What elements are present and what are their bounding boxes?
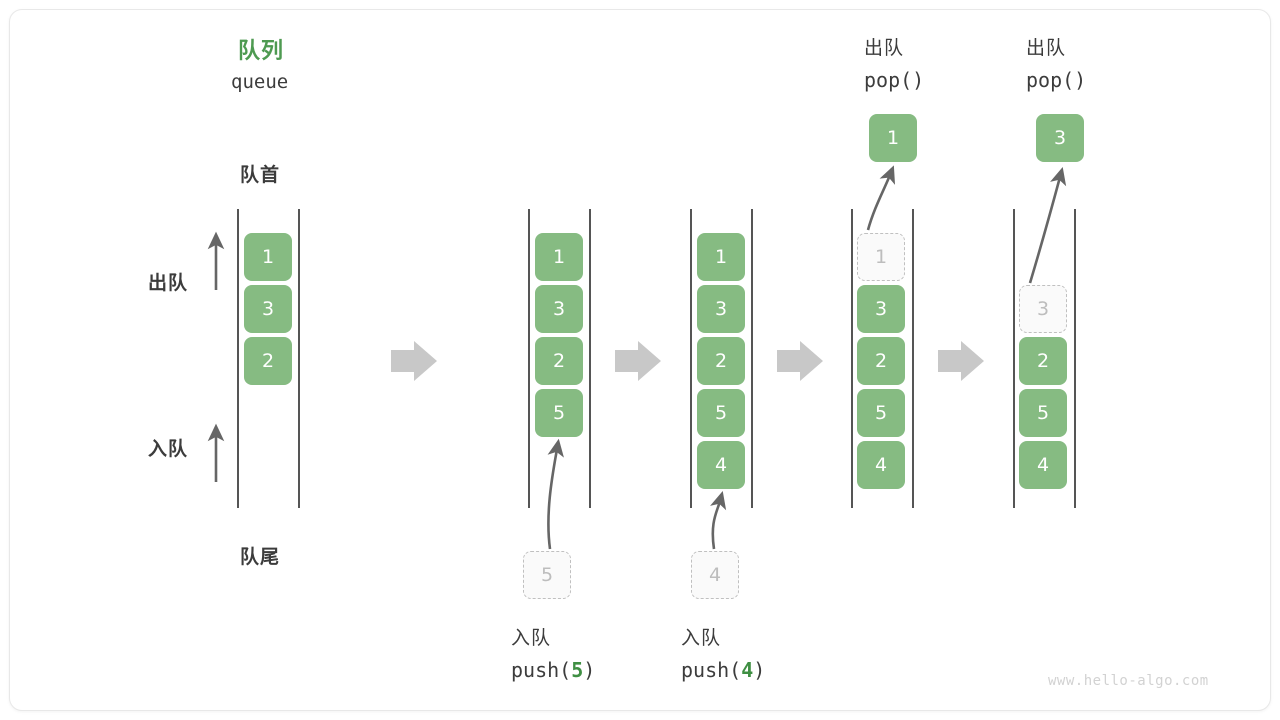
stage-pop1-caption-cn: 出队	[864, 37, 905, 59]
stage-pop3-popped-cell: 3	[1036, 114, 1084, 162]
queue-title-cn: 队列	[238, 39, 285, 64]
stage-initial-cell-1: 3	[244, 285, 292, 333]
stage-push5-caption-cn: 入队	[511, 627, 552, 649]
stage-pop3-cell-3: 4	[1019, 441, 1067, 489]
stage-initial-rail-right	[298, 209, 300, 508]
stage-pop3-caption-code: pop()	[1026, 68, 1086, 92]
stage-pop1-rail-left	[851, 209, 853, 508]
stage-pop1-code-suffix: )	[912, 68, 925, 92]
stage-initial-cell-2: 2	[244, 337, 292, 385]
stage-pop3-code-prefix: pop(	[1026, 68, 1075, 92]
stage-push4-incoming-ghost: 4	[691, 551, 739, 599]
stage-push5-cell-3: 5	[535, 389, 583, 437]
stage-pop3-cell-2: 5	[1019, 389, 1067, 437]
stage-push5-rail-left	[528, 209, 530, 508]
stage-pop3-code-suffix: )	[1074, 68, 1087, 92]
stage-pop1-cell-3: 5	[857, 389, 905, 437]
stage-push4-cell-2: 2	[697, 337, 745, 385]
stage-pop1-cell-4: 4	[857, 441, 905, 489]
stage-push4-caption-code: push(4)	[681, 658, 765, 682]
stage-push5-incoming-ghost: 5	[523, 551, 571, 599]
stage-push4-cell-4: 4	[697, 441, 745, 489]
stage-pop1-code-prefix: pop(	[864, 68, 913, 92]
stage-push5-rail-right	[589, 209, 591, 508]
stage-pop1-cell-0: 1	[857, 233, 905, 281]
stage-pop1-cell-1: 3	[857, 285, 905, 333]
stage-pop1-rail-right	[912, 209, 914, 508]
stage-pop1-popped-cell: 1	[869, 114, 917, 162]
stage-push5-cell-0: 1	[535, 233, 583, 281]
queue-title-en: queue	[231, 71, 289, 93]
enqueue-direction-label: 入队	[148, 438, 189, 460]
stage-push4-cell-3: 5	[697, 389, 745, 437]
stage-pop3-caption-cn: 出队	[1026, 37, 1067, 59]
front-label: 队首	[240, 164, 281, 186]
stage-push4-caption-cn: 入队	[681, 627, 722, 649]
stage-push4-code-prefix: push(	[681, 658, 742, 682]
stage-push5-cell-1: 3	[535, 285, 583, 333]
stage-push4-cell-0: 1	[697, 233, 745, 281]
stage-push4-code-arg: 4	[741, 658, 754, 682]
card-frame	[9, 9, 1271, 711]
rear-label: 队尾	[240, 546, 281, 568]
stage-push4-code-suffix: )	[753, 658, 766, 682]
stage-push5-code-suffix: )	[583, 658, 596, 682]
stage-push4-rail-left	[690, 209, 692, 508]
stage-pop3-rail-left	[1013, 209, 1015, 508]
stage-push4-rail-right	[751, 209, 753, 508]
stage-push5-cell-2: 2	[535, 337, 583, 385]
stage-pop1-cell-2: 2	[857, 337, 905, 385]
stage-push5-code-arg: 5	[571, 658, 584, 682]
stage-push5-caption-code: push(5)	[511, 658, 595, 682]
stage-initial-rail-left	[237, 209, 239, 508]
stage-push5-code-prefix: push(	[511, 658, 572, 682]
stage-initial-cell-0: 1	[244, 233, 292, 281]
watermark: www.hello-algo.com	[1048, 673, 1209, 689]
dequeue-direction-label: 出队	[148, 272, 189, 294]
stage-pop3-cell-1: 2	[1019, 337, 1067, 385]
stage-pop3-rail-right	[1074, 209, 1076, 508]
stage-pop3-cell-0: 3	[1019, 285, 1067, 333]
stage-push4-cell-1: 3	[697, 285, 745, 333]
stage-pop1-caption-code: pop()	[864, 68, 924, 92]
